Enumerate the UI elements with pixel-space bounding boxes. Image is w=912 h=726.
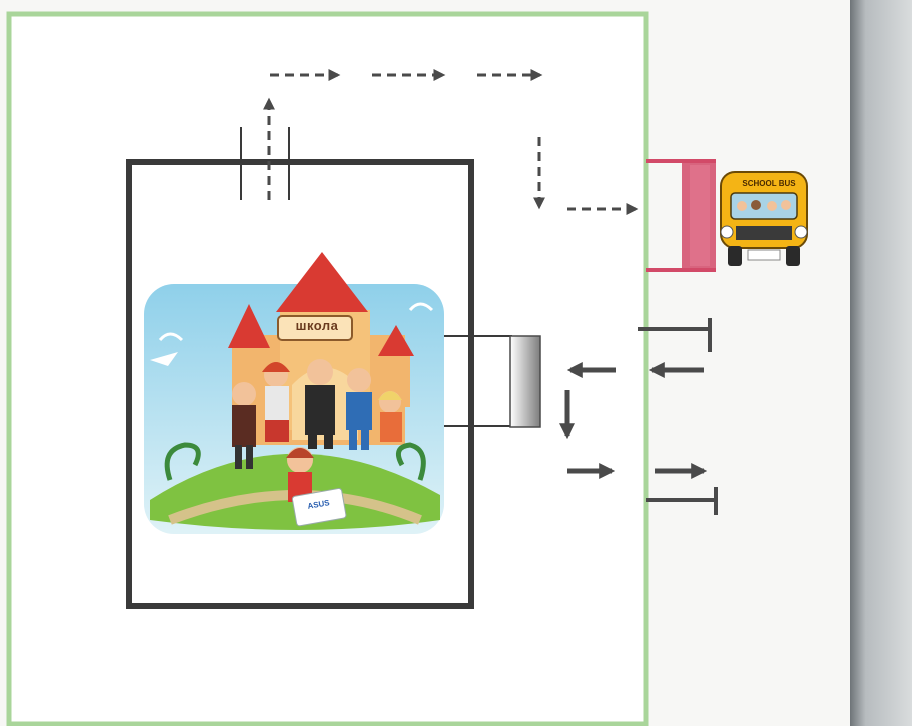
building-top-entrance bbox=[240, 127, 290, 200]
barrier-top bbox=[638, 318, 712, 352]
bus-sign: SCHOOL BUS bbox=[742, 179, 796, 188]
building-side-entrance bbox=[442, 335, 512, 427]
school-illustration bbox=[144, 252, 444, 534]
school-sign: школа bbox=[295, 318, 339, 333]
people-icon bbox=[232, 359, 402, 527]
pedestrian-gate bbox=[509, 335, 541, 428]
school-bus-icon bbox=[720, 171, 808, 266]
road bbox=[850, 0, 912, 726]
barrier-bottom bbox=[646, 487, 718, 515]
vehicle-gate bbox=[646, 159, 716, 272]
